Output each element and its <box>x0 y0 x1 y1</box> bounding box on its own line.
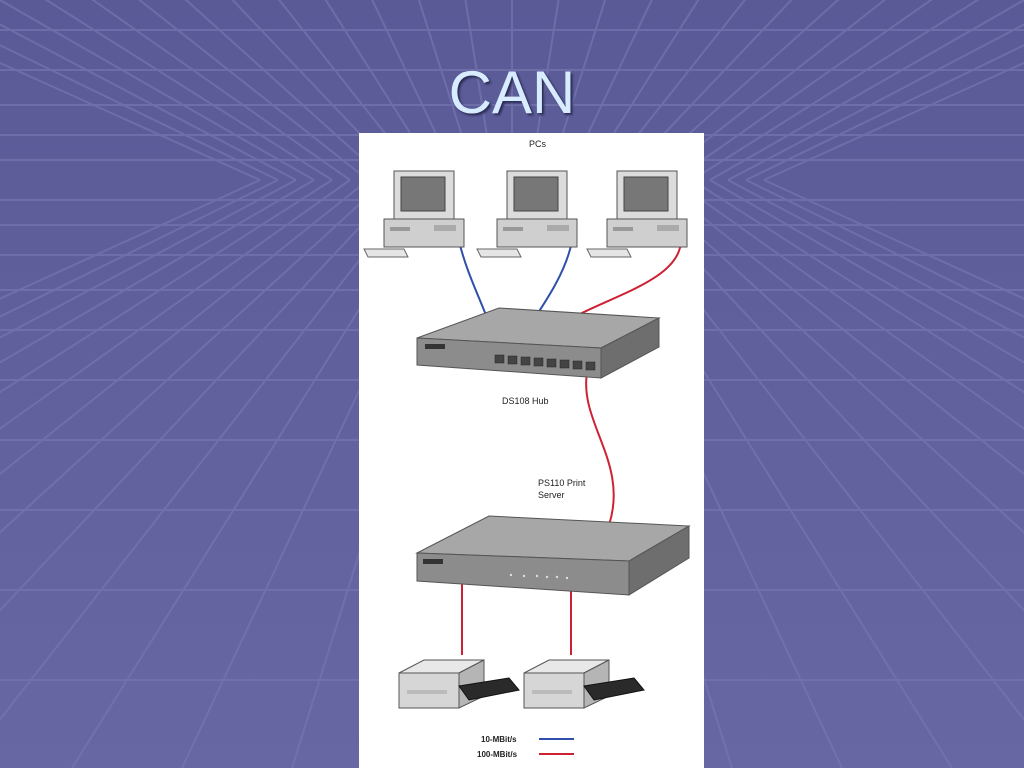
pc-icon-1 <box>363 170 465 258</box>
print-server-label-line2: Server <box>538 490 565 500</box>
printer-icon-2 <box>523 659 645 709</box>
print-server-icon <box>415 515 691 596</box>
legend-label-10: 10-MBit/s <box>481 735 517 744</box>
slide-title: CAN <box>448 59 576 126</box>
link-hub-printserver <box>585 372 615 526</box>
hub-label: DS108 Hub <box>502 396 549 406</box>
pc-icon-3 <box>586 170 688 258</box>
pc-icon-2 <box>476 170 578 258</box>
printer-icon-1 <box>398 659 520 709</box>
print-server-label-line1: PS110 Print <box>538 478 586 488</box>
hub-icon <box>416 307 661 379</box>
network-diagram: PCs DS108 Hub PS110 Print Server 10-MBit… <box>359 133 704 768</box>
pcs-label: PCs <box>529 139 547 149</box>
legend-label-100: 100-MBit/s <box>477 750 518 759</box>
